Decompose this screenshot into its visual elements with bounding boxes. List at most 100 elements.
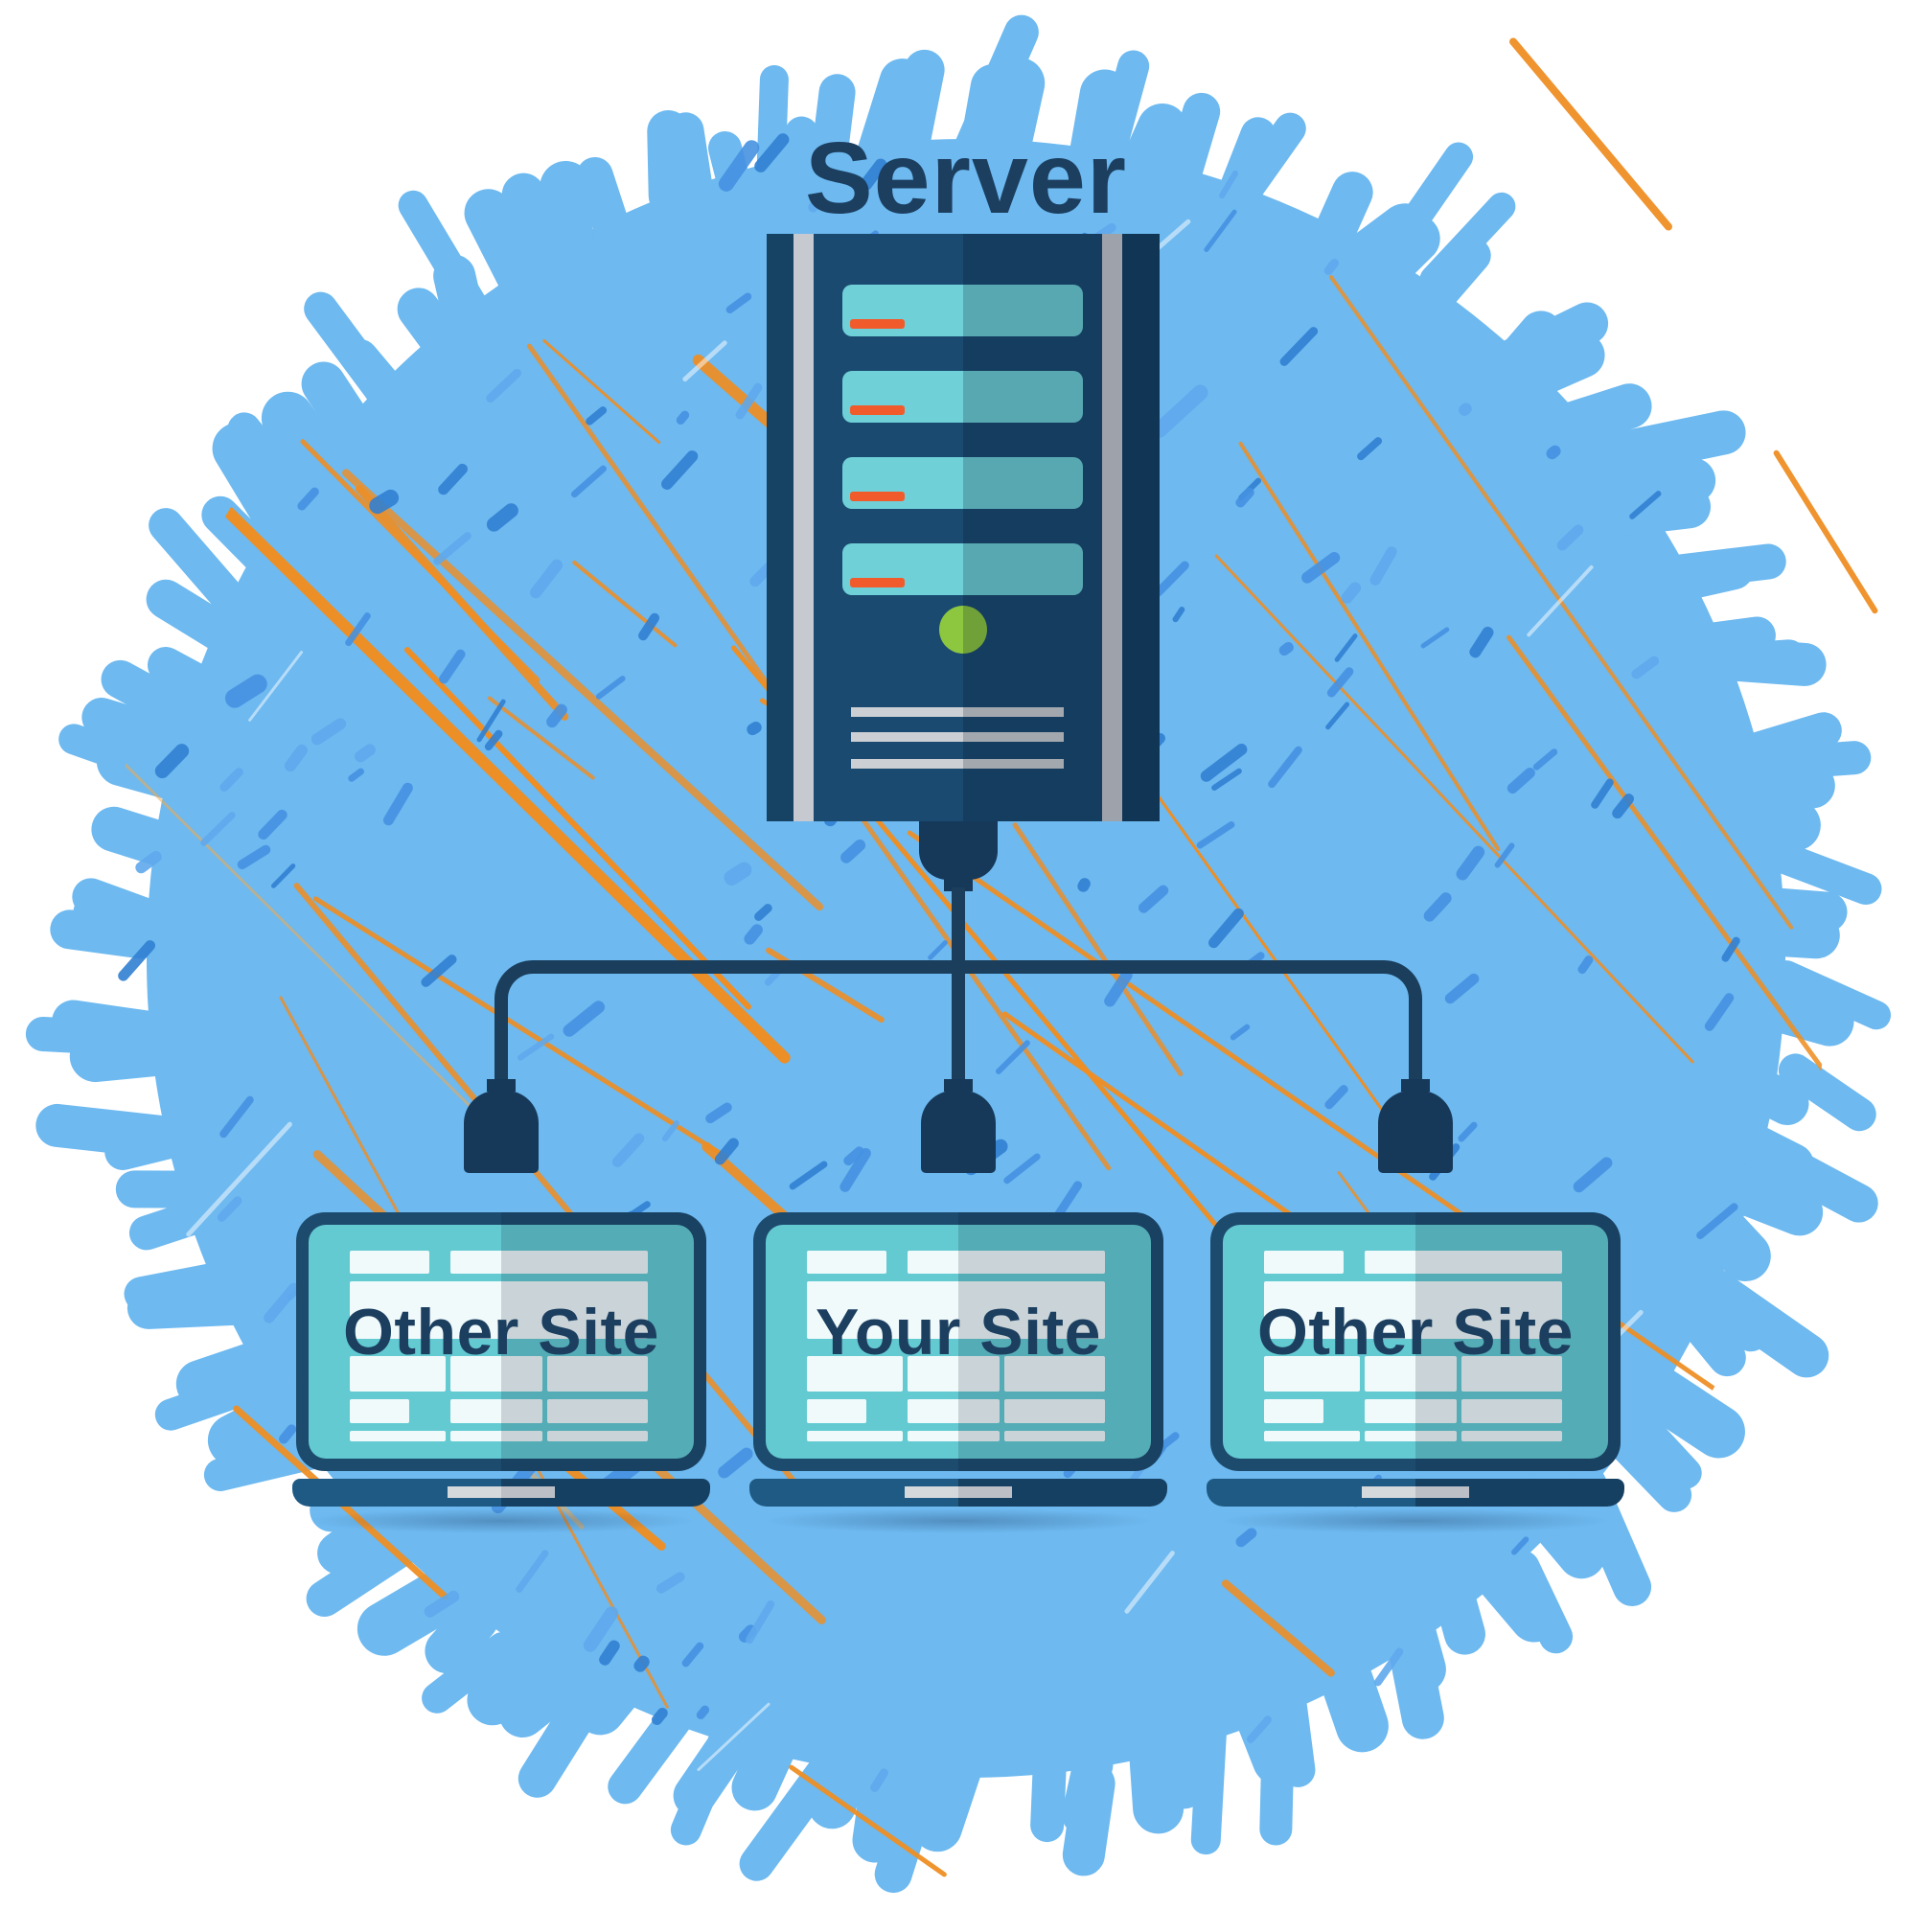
blue-speckle	[675, 409, 692, 427]
drive-bay	[842, 543, 1083, 595]
plug-collar	[1401, 1079, 1430, 1092]
laptop-icon-other-site-right: Other Site	[1205, 1212, 1626, 1538]
blue-speckle	[1233, 485, 1256, 510]
power-led-icon	[939, 606, 987, 654]
blue-speckle	[1368, 544, 1399, 588]
white-sliver	[1122, 1549, 1176, 1615]
laptop-base	[1207, 1479, 1624, 1507]
blue-speckle	[569, 464, 609, 499]
laptop-notch	[448, 1486, 555, 1498]
wireframe-block	[908, 1431, 1000, 1441]
wireframe-block	[350, 1356, 446, 1392]
wireframe-block	[1461, 1431, 1562, 1441]
blue-speckle	[1333, 633, 1359, 664]
blue-speckle	[1454, 843, 1487, 883]
wireframe-block	[908, 1356, 1000, 1392]
vent-line	[851, 759, 1064, 769]
blue-speckle	[1694, 1201, 1739, 1240]
blue-speckle	[1207, 906, 1247, 951]
blue-speckle	[1703, 991, 1736, 1034]
server-title: Server	[804, 122, 1128, 235]
laptop-shading	[1415, 1212, 1621, 1471]
wireframe-block	[350, 1399, 409, 1423]
blue-speckle	[596, 1637, 622, 1668]
blue-speckle	[527, 557, 565, 601]
wireframe-block	[350, 1251, 429, 1274]
blue-speckle	[680, 1640, 705, 1668]
wireframe-block	[350, 1281, 648, 1339]
wireframe-block	[1264, 1399, 1323, 1423]
orange-line	[571, 559, 678, 649]
blue-speckle	[236, 843, 273, 872]
blue-speckle	[1421, 889, 1455, 925]
laptop-screen: Other Site	[309, 1225, 694, 1459]
laptop-icon-your-site: Your Site	[748, 1212, 1169, 1538]
blue-speckle	[352, 742, 379, 765]
blue-speckle	[1576, 954, 1595, 976]
tower-edge	[1122, 234, 1160, 821]
orange-line	[1772, 449, 1879, 615]
blue-speckle	[282, 742, 310, 774]
drive-light	[850, 492, 905, 501]
blue-speckle	[484, 366, 524, 405]
blue-speckle	[744, 1599, 776, 1645]
plug-nub	[944, 879, 973, 891]
power-plug-icon	[921, 1091, 996, 1173]
blue-speckle	[1339, 579, 1363, 606]
wireframe-block	[450, 1399, 542, 1423]
blue-speckle	[115, 937, 158, 983]
site-label: Other Site	[343, 1296, 659, 1369]
laptop-screen-frame: Other Site	[296, 1212, 706, 1471]
power-plug-icon	[1378, 1091, 1453, 1173]
laptop-shading	[501, 1212, 706, 1471]
wireframe-block	[1004, 1431, 1105, 1441]
white-sliver	[184, 1120, 293, 1238]
blue-speckle	[721, 859, 754, 888]
wireframe-block	[1264, 1281, 1562, 1339]
orange-line	[298, 438, 541, 684]
blue-speckle	[294, 486, 321, 513]
vent-line	[851, 732, 1064, 742]
blue-speckle	[1544, 443, 1564, 462]
blue-speckle	[703, 1101, 735, 1126]
blue-speckle	[256, 808, 290, 842]
laptop-shading	[958, 1212, 1163, 1471]
blue-speckle	[1554, 521, 1587, 553]
blue-speckle	[1135, 883, 1170, 915]
drive-bay	[842, 371, 1083, 423]
orange-line	[487, 695, 596, 781]
blue-speckle	[1509, 1535, 1530, 1557]
blue-speckle	[1278, 325, 1321, 368]
blue-speckle	[741, 921, 766, 948]
site-label: Your Site	[816, 1296, 1101, 1369]
laptop-screen-frame: Other Site	[1210, 1212, 1621, 1471]
blue-speckle	[346, 767, 366, 784]
drive-bay	[842, 457, 1083, 509]
blue-speckle	[594, 674, 628, 702]
blue-speckle	[1629, 654, 1661, 680]
blue-speckle	[218, 1094, 256, 1140]
wireframe-block	[1004, 1399, 1105, 1423]
blue-speckle	[715, 1445, 755, 1481]
wireframe-block	[1264, 1251, 1344, 1274]
blue-speckle	[650, 1705, 670, 1728]
wireframe-block	[1365, 1251, 1562, 1274]
orange-line	[1505, 633, 1828, 1222]
wireframe-block	[1004, 1356, 1105, 1392]
orange-line	[1238, 441, 1502, 853]
blue-speckle	[1457, 1120, 1479, 1144]
blue-speckle	[1245, 1714, 1274, 1745]
blue-speckle	[1266, 744, 1304, 790]
blue-speckle	[1505, 766, 1537, 796]
blue-speckle	[1171, 605, 1185, 623]
tower-shading	[963, 234, 1160, 821]
blue-speckle	[724, 290, 753, 315]
blue-speckle	[1195, 819, 1236, 850]
blue-speckle	[435, 461, 470, 497]
blue-speckle	[868, 1766, 890, 1794]
blue-speckle	[584, 404, 609, 427]
blue-speckle	[1324, 701, 1351, 731]
blue-speckle	[1571, 1155, 1616, 1196]
blue-speckle	[1324, 664, 1356, 700]
wireframe-block	[450, 1356, 542, 1392]
